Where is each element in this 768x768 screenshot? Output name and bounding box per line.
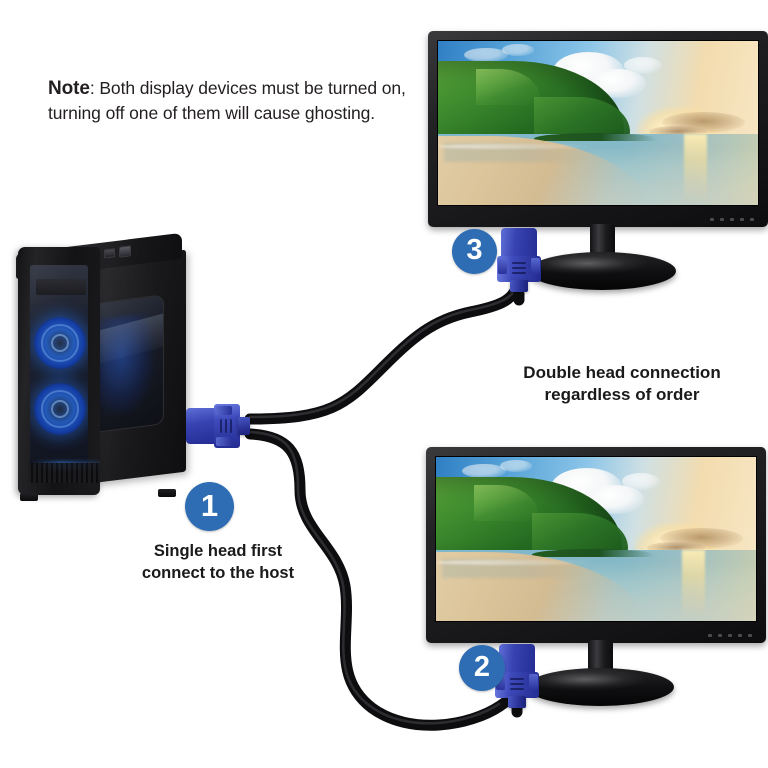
pc-front-fan-bottom — [34, 383, 86, 435]
osd-button[interactable] — [738, 634, 742, 637]
scene-sunset-cloud — [649, 126, 707, 138]
pc-front-glass — [30, 265, 88, 467]
caption-single-line-2: connect to the host — [141, 564, 295, 582]
caption-double-head: Double head connection regardless of ord… — [506, 362, 738, 406]
pc-drive-bay — [36, 279, 86, 295]
monitor-top — [428, 31, 768, 299]
scene-shoreline — [438, 144, 598, 150]
osd-button[interactable] — [708, 634, 712, 637]
vga-rib — [230, 419, 232, 433]
scene-cloud — [463, 47, 509, 63]
pc-tower — [8, 232, 204, 501]
vga-rib — [512, 267, 526, 269]
vga-strain-relief — [238, 417, 250, 435]
step-badge-3: 3 — [452, 229, 497, 274]
note-separator: : — [89, 78, 100, 98]
vga-thumbscrew — [529, 674, 538, 690]
osd-button[interactable] — [740, 218, 744, 221]
vga-connector-pc — [186, 404, 252, 448]
osd-power-button[interactable] — [748, 634, 752, 637]
pc-usb-port[interactable] — [104, 248, 115, 259]
pc-front-fan-top — [34, 317, 86, 369]
pc-foot — [20, 493, 38, 501]
step-badge-2-number: 2 — [473, 650, 491, 683]
vga-hood — [186, 408, 216, 444]
monitor-bottom-stand-base — [526, 668, 674, 706]
wallpaper-beach-sunset — [438, 41, 758, 205]
scene-cloud — [623, 57, 662, 74]
pc-interior-glow — [95, 312, 153, 416]
vga-hood — [501, 228, 537, 258]
cable-to-top-monitor-highlight — [248, 280, 520, 419]
note-line-2: turning off one of them will cause ghost… — [48, 103, 376, 123]
vga-rib — [512, 262, 526, 264]
monitor-top-stand-base — [528, 252, 676, 290]
osd-button[interactable] — [730, 218, 734, 221]
scene-cloud — [500, 460, 532, 472]
note-label: Note — [48, 78, 90, 99]
vga-thumbscrew — [531, 258, 540, 274]
vga-rib — [220, 419, 222, 433]
scene-cloud — [621, 473, 660, 490]
osd-button[interactable] — [718, 634, 722, 637]
caption-single-line-1: Single head first — [153, 542, 283, 560]
monitor-bottom-osd-buttons[interactable] — [708, 634, 752, 637]
scene-sunset-cloud — [647, 542, 705, 554]
osd-power-button[interactable] — [750, 218, 754, 221]
step-badge-1-number: 1 — [200, 488, 219, 523]
step-badge-2: 2 — [459, 645, 505, 691]
monitor-bottom-bezel — [426, 447, 766, 643]
osd-button[interactable] — [728, 634, 732, 637]
osd-button[interactable] — [720, 218, 724, 221]
pc-front-panel — [18, 247, 100, 495]
wallpaper-beach-sunset — [436, 457, 756, 621]
vga-strain-relief — [508, 696, 526, 708]
vga-rib — [225, 419, 227, 433]
monitor-bottom-screen — [435, 456, 757, 622]
monitor-top-screen — [437, 40, 759, 206]
note-text: Note: Both display devices must be turne… — [48, 76, 428, 126]
caption-double-line-1: Double head connection — [523, 363, 721, 382]
osd-button[interactable] — [710, 218, 714, 221]
scene-sun-reflection — [684, 134, 707, 205]
monitor-top-bezel — [428, 31, 768, 227]
vga-thumbscrew — [216, 437, 232, 446]
scene-treeline — [534, 132, 656, 142]
vga-thumbscrew — [498, 258, 507, 274]
step-badge-1: 1 — [185, 482, 234, 531]
vga-rib — [512, 272, 526, 274]
caption-double-line-2: regardless of order — [544, 385, 700, 404]
vga-thumbscrew — [216, 406, 232, 415]
vga-strain-relief — [510, 280, 528, 292]
pc-power-button[interactable] — [119, 245, 131, 258]
pc-bottom-vent — [28, 463, 100, 483]
cable-to-top-monitor — [244, 280, 524, 425]
scene-treeline — [532, 548, 654, 558]
step-badge-3-number: 3 — [466, 234, 483, 266]
monitor-top-osd-buttons[interactable] — [710, 218, 754, 221]
vga-connector-top-monitor — [497, 228, 541, 294]
vga-rib — [510, 688, 524, 690]
pc-foot — [158, 489, 176, 497]
scene-sun-reflection — [682, 550, 705, 621]
vga-rib — [510, 683, 524, 685]
scene-cloud — [502, 44, 534, 56]
vga-rib — [510, 678, 524, 680]
note-line-1: Both display devices must be turned on, — [99, 78, 406, 98]
caption-single-head: Single head first connect to the host — [112, 540, 324, 584]
